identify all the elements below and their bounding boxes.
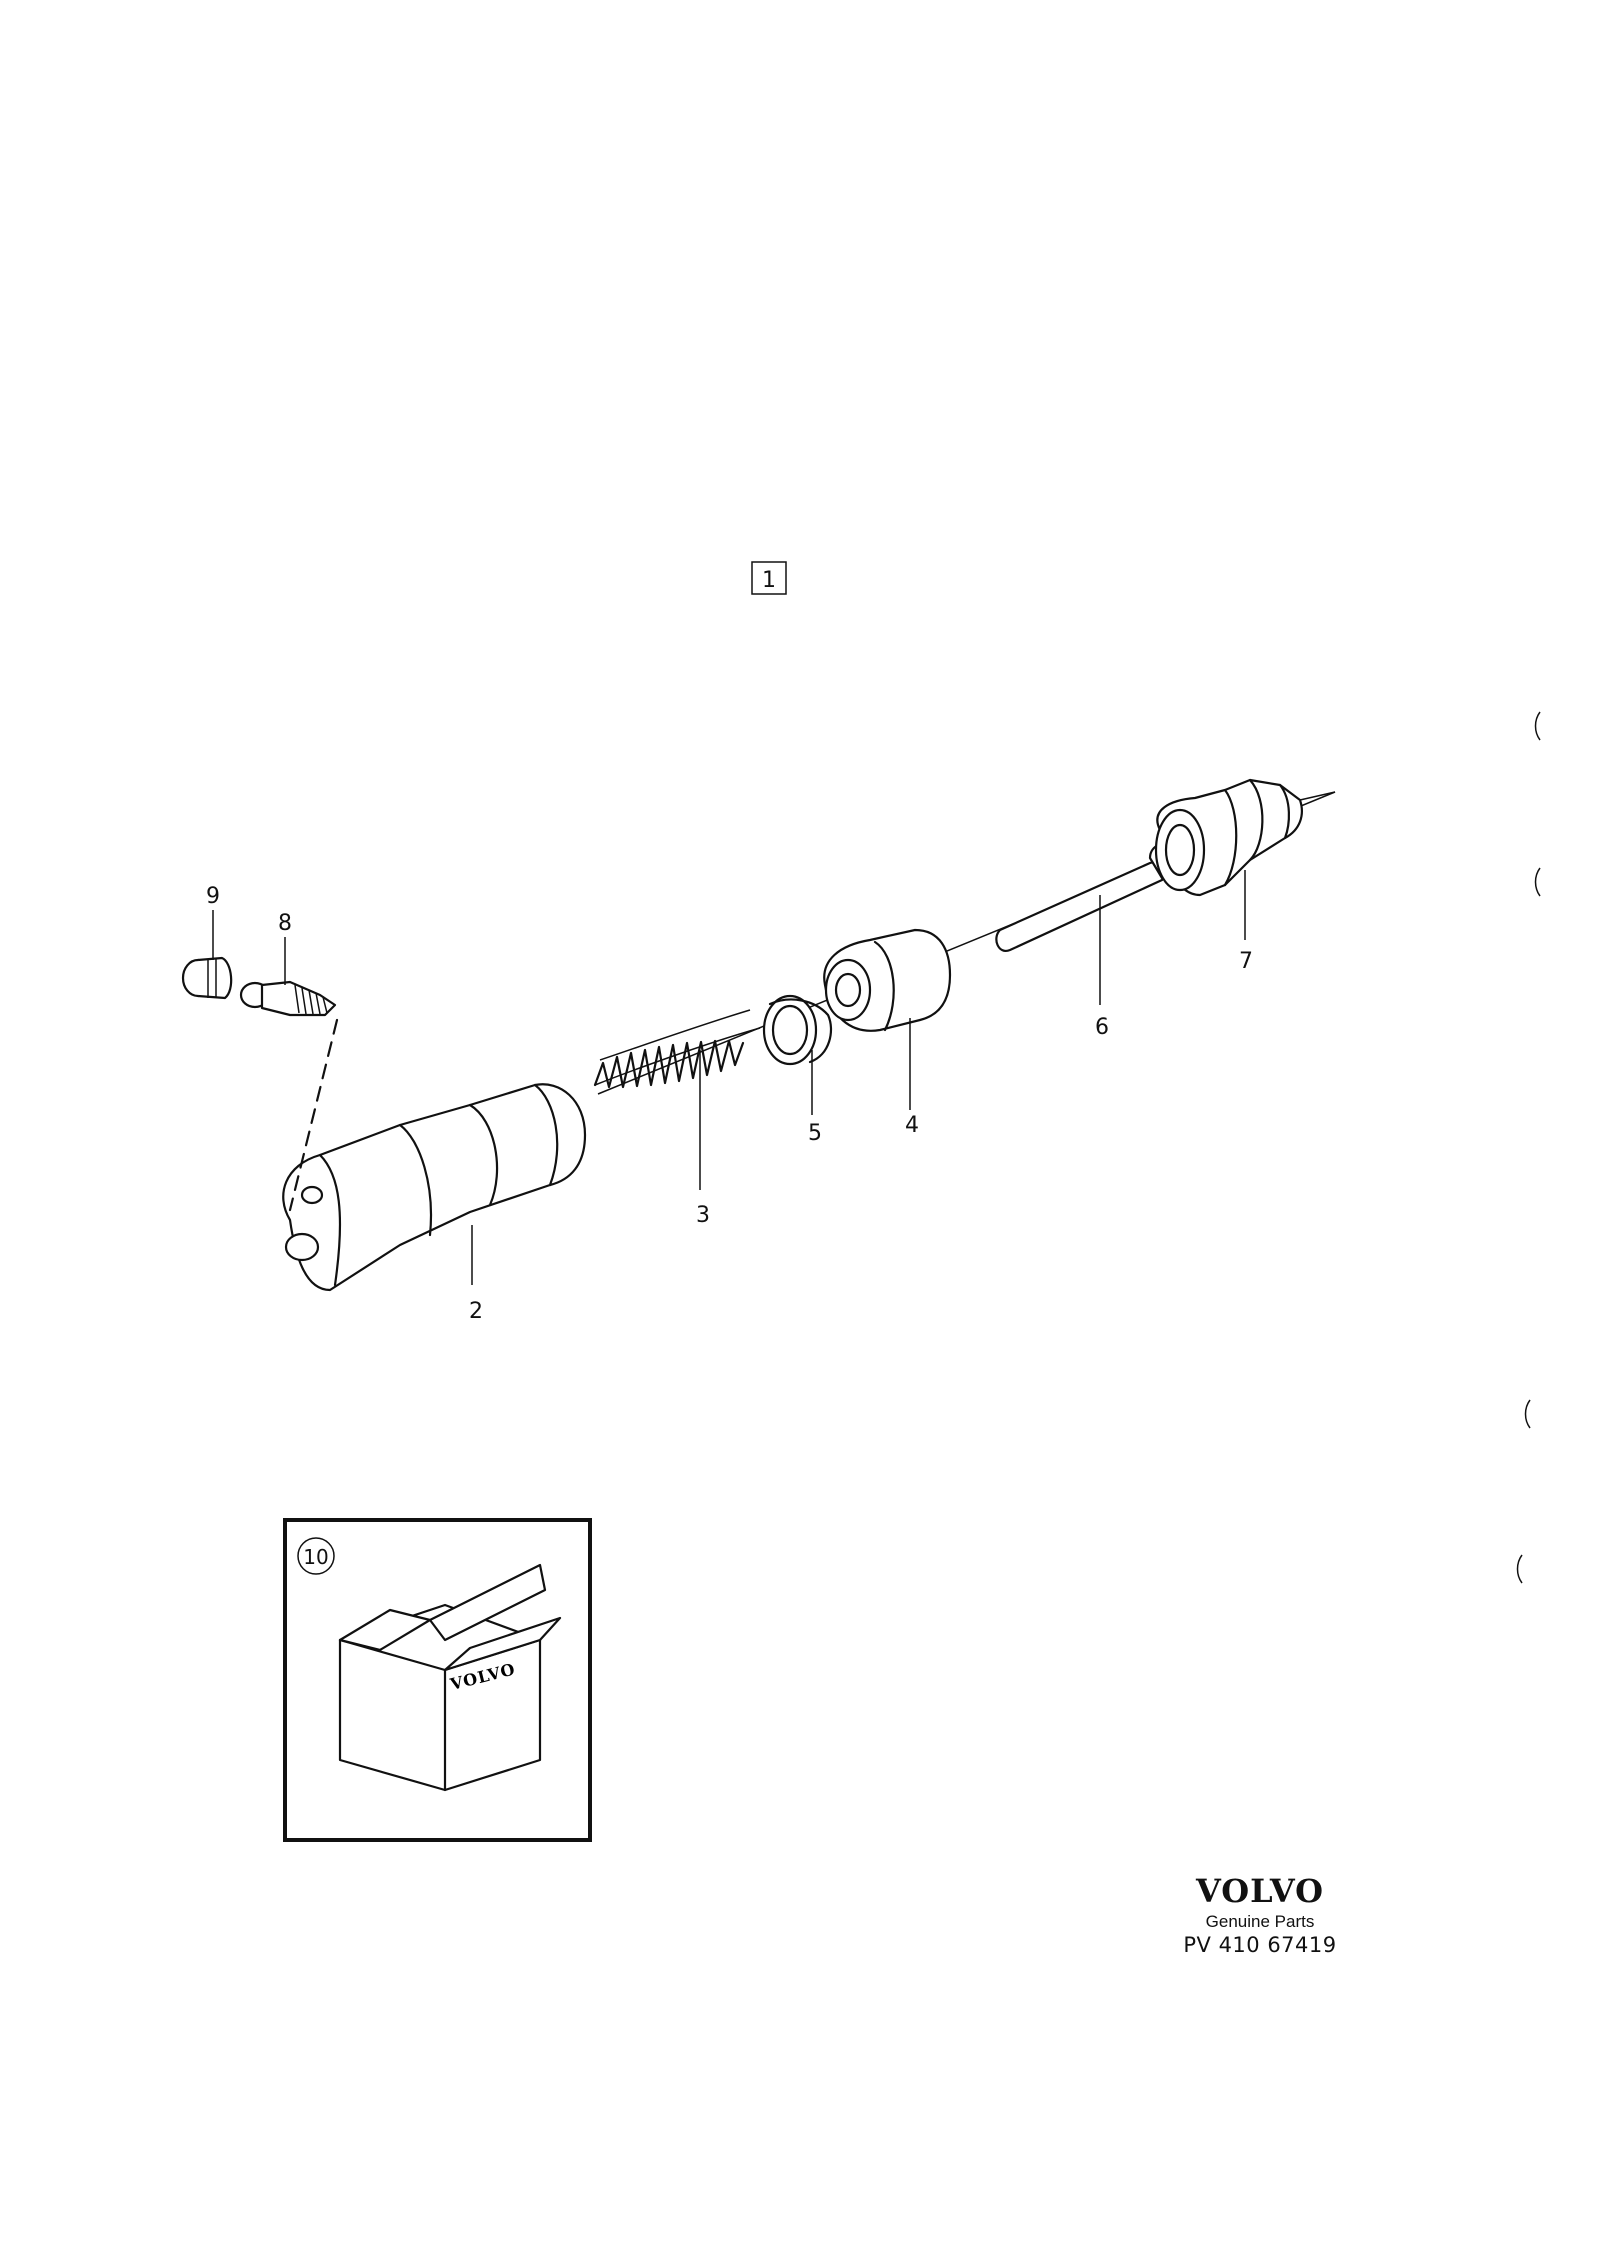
kit-box-icon: VOLVO <box>338 1563 562 1792</box>
kit-number-label: 10 <box>303 1545 328 1569</box>
callout-8: 8 <box>278 911 292 936</box>
part-7-dust-boot <box>1154 778 1336 897</box>
scan-marks <box>1516 711 1541 1584</box>
part-2-cylinder-housing <box>282 1083 587 1292</box>
callout-6: 6 <box>1095 1015 1109 1040</box>
assembly-dashed-line <box>288 1018 339 1212</box>
part-9-dust-cap <box>181 956 233 1000</box>
part-8-bleed-screw <box>239 980 337 1017</box>
callout-2: 2 <box>469 1299 483 1324</box>
callout-4: 4 <box>905 1113 919 1138</box>
callout-5: 5 <box>808 1121 822 1146</box>
part-5-seal <box>762 994 833 1066</box>
group-number-label: 1 <box>762 568 776 593</box>
footer-brand-logo: VOLVO <box>1196 1872 1324 1910</box>
part-3-spring <box>593 1009 761 1089</box>
footer-reference: PV 410 67419 <box>1183 1933 1337 1957</box>
callout-7: 7 <box>1239 949 1253 974</box>
callout-3: 3 <box>696 1203 710 1228</box>
kit-panel: 10 VOLVO <box>283 1518 592 1842</box>
group-number-badge: 1 <box>751 561 787 595</box>
callout-numbers: 2 3 4 5 6 7 8 9 <box>206 884 1253 1324</box>
part-4-piston <box>823 928 952 1032</box>
leader-lines <box>212 870 1246 1285</box>
footer-subtitle: Genuine Parts <box>1205 1912 1315 1931</box>
callout-9: 9 <box>206 884 220 909</box>
